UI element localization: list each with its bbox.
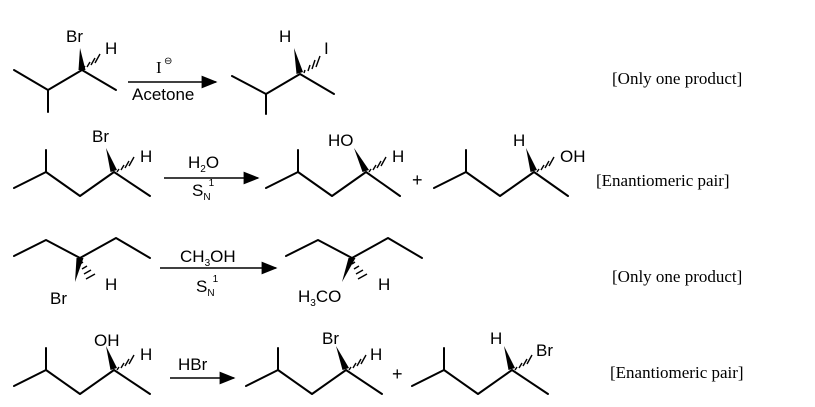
hydrogen-label: H — [105, 275, 117, 294]
bromine-label: Br — [536, 341, 553, 360]
reagent-methanol: CH3OH — [180, 247, 236, 269]
hashed-bond — [368, 156, 387, 173]
bromine-label: Br — [50, 289, 67, 308]
reagent-mechanism: SN1 — [196, 274, 219, 299]
iodide-charge: ⊖ — [164, 56, 172, 67]
plus-sign: + — [392, 364, 403, 384]
reaction-1-reactant: Br H — [13, 27, 117, 113]
hydrogen-label: H — [105, 39, 117, 58]
reaction-3: Br H CH3OH SN1 H3CO H [Only one product] — [13, 237, 742, 309]
reaction-4-note: [Enantiomeric pair] — [610, 363, 744, 382]
reaction-4-arrow: HBr — [170, 355, 236, 385]
reaction-2-arrow: H2O SN1 — [164, 153, 260, 203]
reagent-mechanism: SN1 — [192, 178, 215, 203]
reaction-2-product-b: H OH — [433, 131, 586, 197]
hashed-bond — [351, 261, 368, 280]
bromine-label: Br — [322, 329, 339, 348]
methoxy-label: H3CO — [298, 287, 341, 309]
hydroxyl-label: OH — [560, 147, 586, 166]
reagent-iodide: I — [156, 58, 162, 77]
reagent-water: H2O — [188, 153, 219, 175]
reaction-2: Br H H2O SN1 HO H + — [13, 127, 730, 203]
reaction-2-note: [Enantiomeric pair] — [596, 171, 730, 190]
hydrogen-label: H — [378, 275, 390, 294]
reaction-4: OH H HBr Br H + — [13, 329, 744, 395]
reaction-3-product: H3CO H — [285, 237, 423, 309]
reaction-2-reactant: Br H — [13, 127, 152, 197]
hashed-bond — [116, 354, 135, 371]
bromine-label: Br — [92, 127, 109, 146]
hashed-bond — [79, 261, 96, 280]
hydrogen-label: H — [490, 329, 502, 348]
plus-sign: + — [412, 170, 423, 190]
hashed-bond — [303, 55, 321, 74]
hashed-bond — [116, 156, 135, 173]
hydrogen-label: H — [392, 147, 404, 166]
reaction-1-product: H I — [231, 27, 335, 115]
hydrogen-label: H — [140, 147, 152, 166]
reaction-2-product-a: HO H — [265, 131, 404, 197]
reaction-3-note: [Only one product] — [612, 267, 742, 286]
reaction-3-reactant: Br H — [13, 237, 151, 308]
reaction-4-product-b: H Br — [411, 329, 553, 395]
reaction-4-product-a: Br H — [245, 329, 383, 395]
hydrogen-label: H — [513, 131, 525, 150]
reaction-1: Br H I ⊖ Acetone H I [Only one product] — [13, 27, 742, 115]
hashed-bond — [514, 354, 533, 371]
reaction-3-arrow: CH3OH SN1 — [160, 247, 278, 299]
reagent-hbr: HBr — [178, 355, 208, 374]
hashed-bond — [82, 53, 101, 70]
reaction-1-arrow: I ⊖ Acetone — [128, 56, 218, 104]
hydrogen-label: H — [140, 345, 152, 364]
reaction-4-reactant: OH H — [13, 331, 152, 395]
iodine-label: I — [324, 39, 329, 58]
reagent-solvent: Acetone — [132, 85, 194, 104]
hydrogen-label: H — [370, 345, 382, 364]
hydrogen-label: H — [279, 27, 291, 46]
bromine-label: Br — [66, 27, 83, 46]
hydroxyl-label: HO — [328, 131, 354, 150]
hashed-bond — [348, 354, 367, 371]
hashed-bond — [536, 156, 555, 173]
hydroxyl-label: OH — [94, 331, 120, 350]
reaction-1-note: [Only one product] — [612, 69, 742, 88]
